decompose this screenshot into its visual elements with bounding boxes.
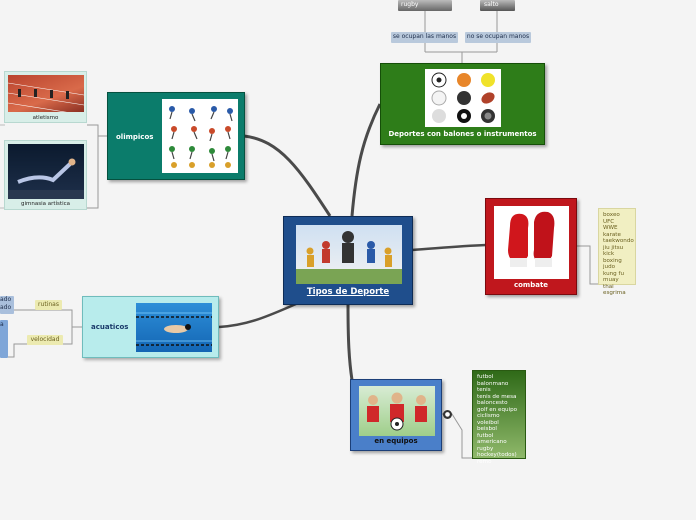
gymnastics-image	[8, 144, 84, 199]
boxing-gloves-icon	[508, 211, 555, 267]
teams-list-item: balonmano	[477, 380, 509, 387]
combat-list-item: UFC	[603, 218, 615, 225]
combat-list-item: WWE	[603, 225, 618, 231]
teams-image	[359, 386, 435, 436]
combat-list[interactable]: boxeo UFC WWE karate taekwondo jiu jitsu…	[598, 208, 636, 296]
teams-list-item: beisbol	[477, 426, 497, 432]
combat-list-item: taekwondo	[603, 238, 634, 244]
combat-node[interactable]: combate	[485, 198, 577, 295]
combat-list-item: kick boxing	[603, 251, 622, 264]
combat-list-item: boxeo	[603, 212, 620, 218]
olympic-pictograms-icon	[169, 106, 233, 168]
central-image	[296, 225, 402, 284]
central-node[interactable]: Tipos de Deporte	[283, 216, 413, 305]
combat-label: combate	[513, 281, 549, 289]
combat-list-item: muay thai	[603, 277, 619, 290]
teams-list-item: ciclismo	[477, 413, 500, 419]
combat-list-item: esgrima	[603, 290, 626, 296]
athletics-image	[7, 75, 85, 116]
olympic-node[interactable]: olimpicos	[107, 92, 245, 180]
combat-list-item: judo	[603, 264, 616, 270]
aquatic-label: acuaticos	[91, 323, 129, 331]
olympic-pictograms-image	[162, 99, 238, 173]
salto-label[interactable]: salto	[480, 0, 515, 11]
aquatic-node[interactable]: acuaticos	[82, 296, 219, 358]
aquatic-subnode-1-line1: ado	[0, 296, 12, 303]
aquatic-subnode-1-line2: ado	[0, 304, 12, 311]
teams-list-item: futbol americano	[477, 432, 507, 446]
olympic-label: olimpicos	[116, 133, 154, 141]
teams-list-item: golf en equipo	[477, 406, 518, 413]
combat-list-item: karate	[603, 231, 621, 238]
combat-list-item: jiu jitsu	[603, 244, 624, 251]
combat-list-item: kung fu	[603, 270, 625, 277]
kids-team-icon	[367, 392, 427, 431]
teams-list-item: voleibol	[477, 419, 499, 426]
teams-list-item: remo	[477, 458, 492, 465]
balls-collage-icon	[431, 72, 495, 123]
gymnastics-label: gimnasia artística	[20, 201, 70, 207]
athletics-label: atletismo	[32, 115, 59, 121]
balls-label: Deportes con balones o instrumentos	[388, 130, 537, 138]
aquatic-tag-routines[interactable]: rutinas	[35, 300, 62, 310]
aquatic-image	[136, 303, 212, 352]
hands-used-tag[interactable]: se ocupan las manos	[391, 32, 458, 43]
teams-label: en equipos	[374, 437, 418, 445]
central-title: Tipos de Deporte	[306, 287, 390, 297]
rugby-label[interactable]: rugby	[398, 0, 452, 11]
athletics-node[interactable]: atletismo	[4, 71, 87, 123]
combat-image	[494, 206, 569, 279]
teams-list-item: rugby	[477, 445, 494, 452]
hands-not-used-tag[interactable]: no se ocupan manos	[465, 32, 531, 43]
teams-node[interactable]: en equipos	[350, 379, 442, 451]
balls-image	[425, 69, 501, 127]
aquatic-subnode-2[interactable]: a	[0, 320, 8, 358]
balls-node[interactable]: Deportes con balones o instrumentos	[380, 63, 545, 145]
aquatic-subnode-2-line: a	[0, 321, 4, 328]
aquatic-subnode-1[interactable]: ado ado	[0, 296, 14, 314]
gymnastics-node[interactable]: gimnasia artística	[4, 140, 87, 210]
teams-list-item: tenis de mesa	[477, 393, 517, 400]
teams-list-item: tenis	[477, 387, 491, 393]
teams-list-item: baloncesto	[477, 400, 508, 406]
sports-players-icon	[296, 231, 402, 284]
teams-list-item: futbol	[477, 374, 494, 380]
aquatic-tag-speed[interactable]: velocidad	[27, 335, 63, 345]
teams-list[interactable]: futbol balonmano tenis tenis de mesa bal…	[472, 370, 526, 465]
globe-link-icon[interactable]: ●	[443, 410, 452, 419]
teams-list-item: hockey(todos)	[477, 452, 517, 458]
swimmer-icon	[136, 312, 212, 346]
